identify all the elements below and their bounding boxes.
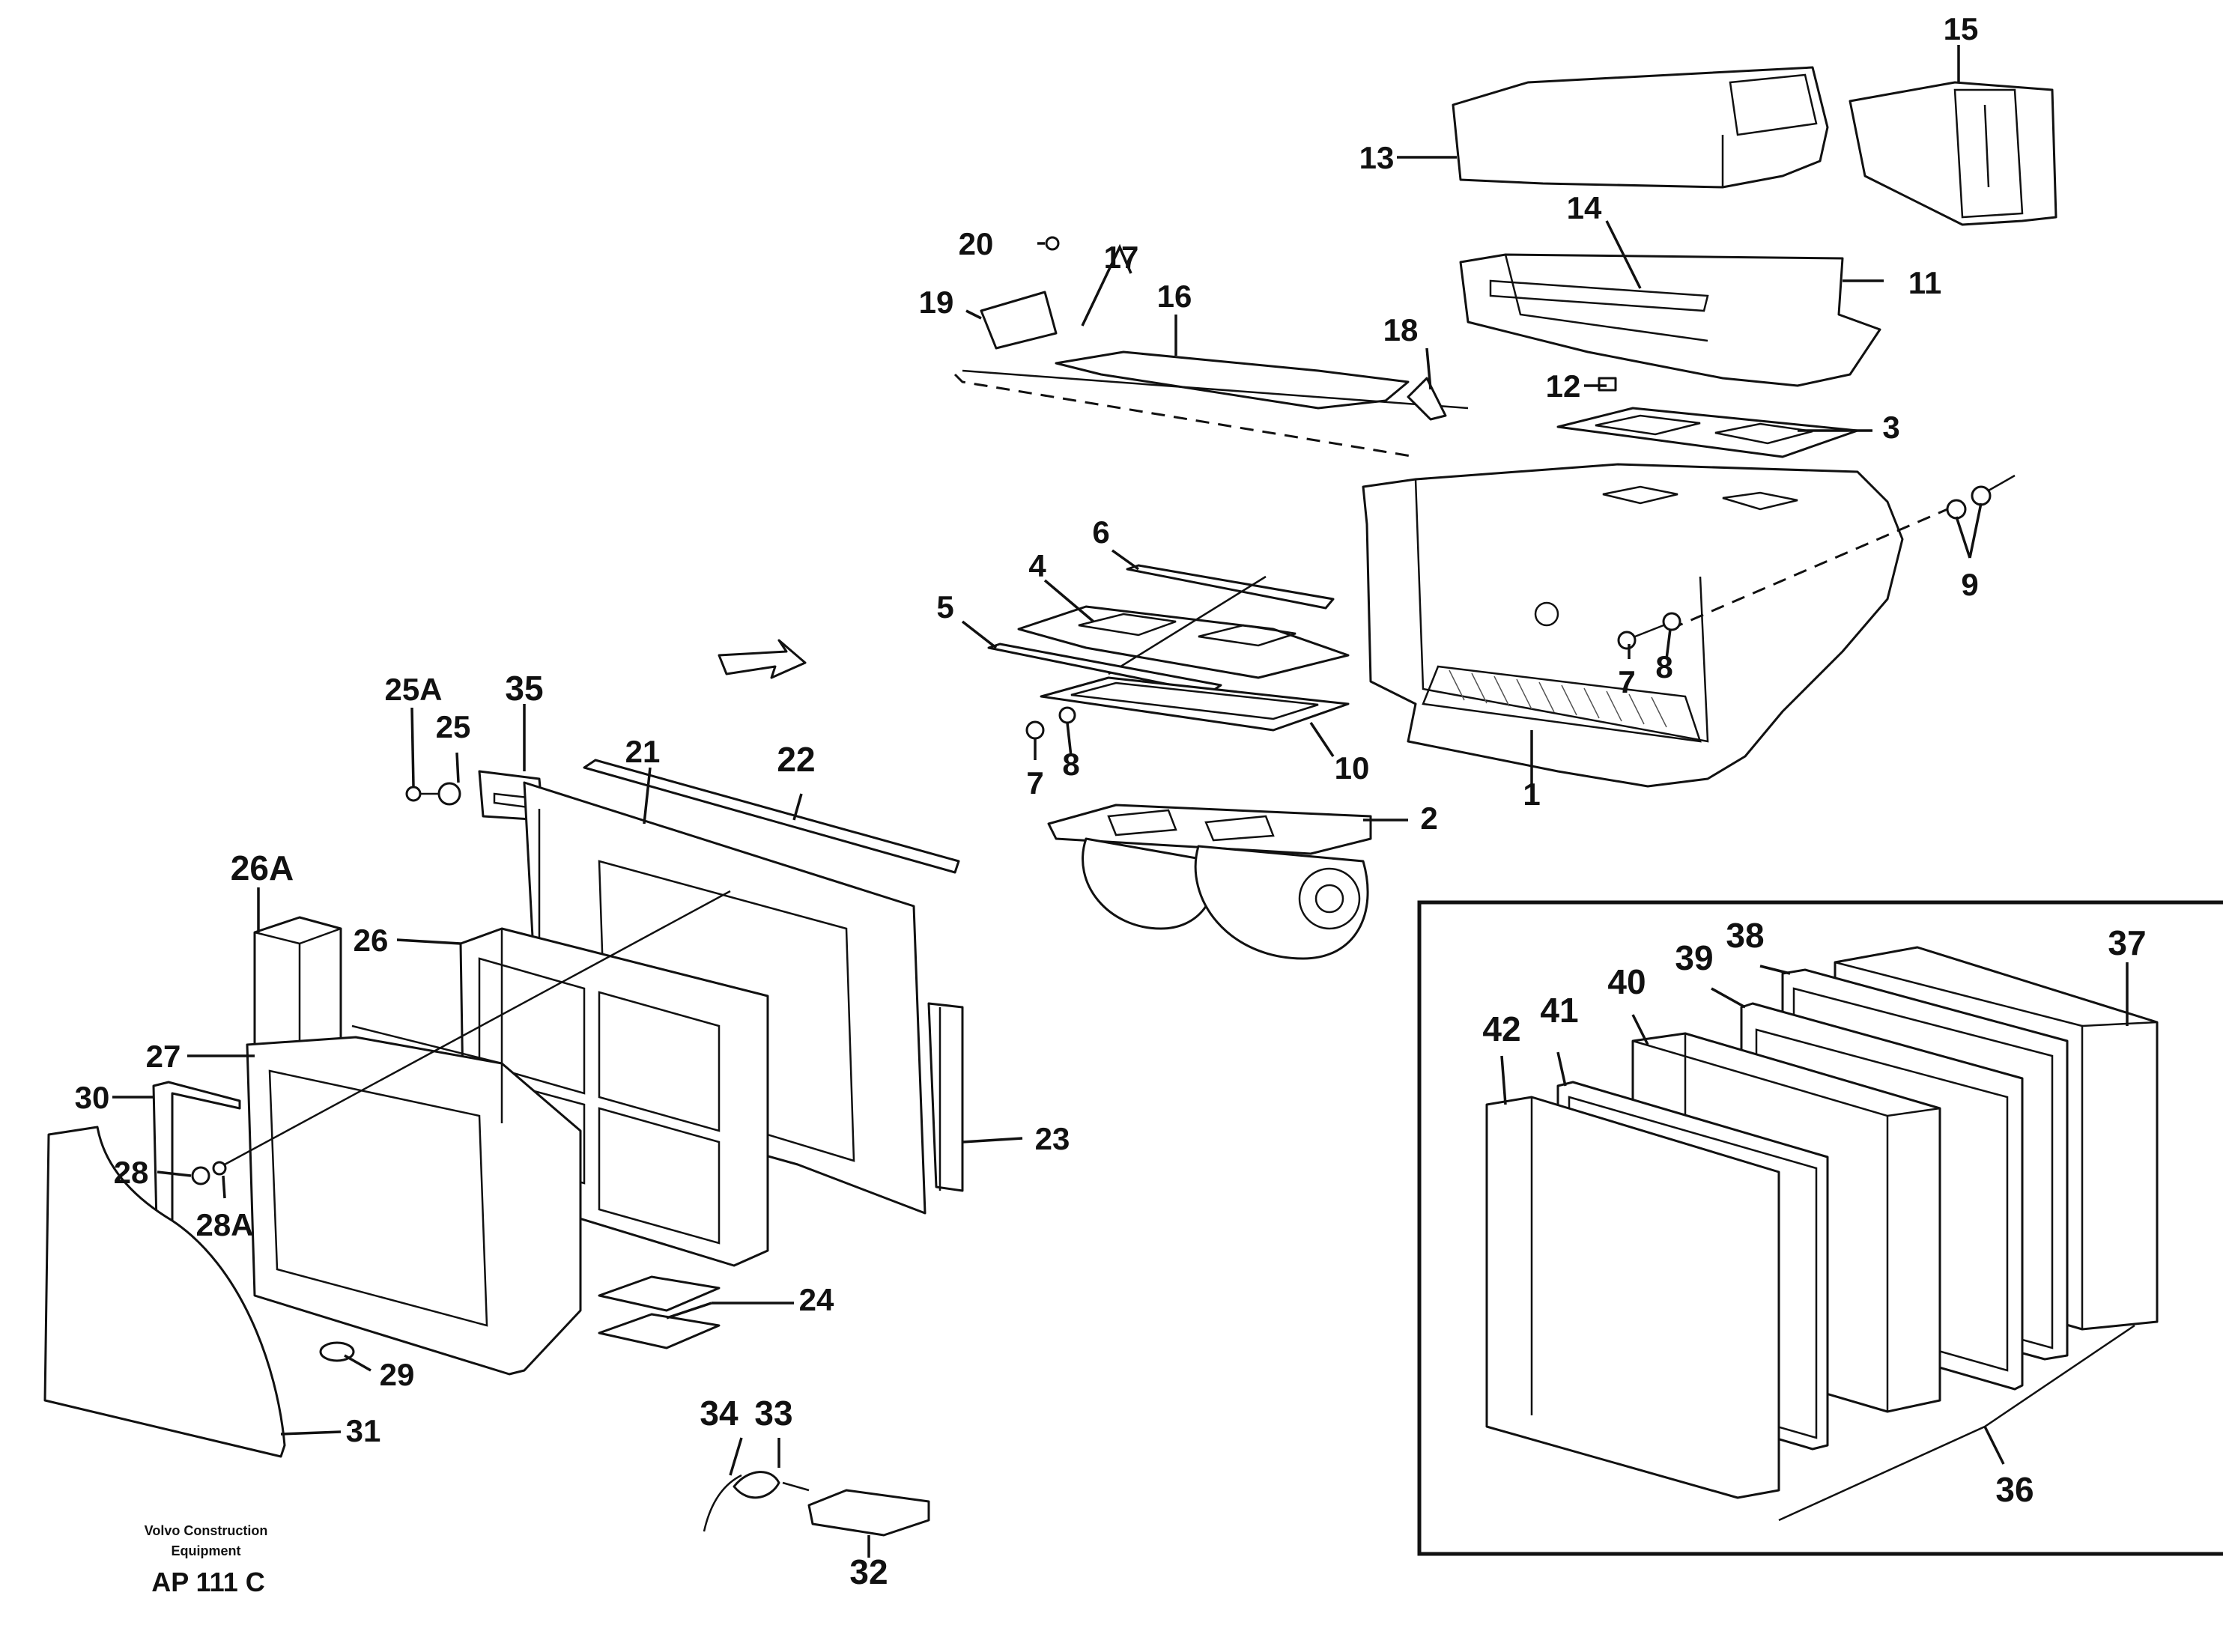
part-33-34-hose-clamp [703,1471,810,1532]
part-22-strip [583,759,960,874]
label-37: 37 [2108,923,2146,962]
label-11: 11 [1908,265,1941,300]
label-16: 16 [1157,279,1192,314]
label-26A: 26A [231,848,294,887]
label-30: 30 [75,1080,110,1115]
direction-arrow [718,639,807,679]
part-7-8-screw-washer-left [1025,706,1076,740]
label-31: 31 [346,1413,381,1448]
label-9: 9 [1961,567,1978,602]
part-10-gasket [1040,676,1350,732]
part-25-screw-nut [405,782,461,806]
label-8-left: 8 [1062,747,1079,782]
part-4-plate [1017,575,1350,679]
label-7-right: 7 [1618,664,1635,699]
label-20: 20 [959,226,994,261]
part-42-cover [1485,1096,1780,1499]
inset-frame [1417,900,2223,1556]
part-15-duct-outlet [1849,81,2057,226]
part-27-frame [246,1024,582,1376]
part-5-strip [987,643,1222,694]
label-3: 3 [1882,410,1899,445]
label-4: 4 [1028,548,1046,583]
part-7-8-screw-washer-right [1617,612,1681,650]
label-22: 22 [777,740,815,779]
label-25A: 25A [384,672,442,707]
leader-lines [112,45,2129,1558]
part-1-fan-housing [1362,463,1948,788]
label-1: 1 [1523,777,1540,812]
label-38: 38 [1726,916,1764,955]
label-27: 27 [146,1039,181,1074]
part-19-bracket [980,291,1058,350]
label-32: 32 [849,1552,888,1591]
caption-company-line1: Volvo Construction [145,1523,268,1538]
label-10: 10 [1335,750,1370,786]
part-3-gasket [1556,407,1859,458]
part-20-screw [1045,236,1060,251]
label-39: 39 [1675,938,1713,977]
part-11-heater-tray [1459,253,1881,387]
part-6-strip [1126,564,1335,610]
part-23-seal [927,1002,964,1192]
label-19: 19 [919,285,954,320]
part-18-lever [1407,377,1447,421]
label-15: 15 [1944,11,1979,46]
label-24: 24 [799,1282,834,1317]
part-26A-duct [253,916,342,1057]
label-28A: 28A [195,1207,253,1242]
part-16-flap-assembly [962,350,1469,410]
label-36: 36 [1995,1470,2034,1509]
part-31-side-panel [43,1126,286,1458]
label-6: 6 [1092,514,1109,550]
part-13-air-duct [1452,66,1829,189]
part-labels: 1 2 3 4 5 6 7 7 8 8 9 10 11 12 13 14 15 … [75,11,2147,1591]
caption-company-line2: Equipment [172,1543,241,1558]
label-25: 25 [436,709,471,744]
label-40: 40 [1607,962,1646,1001]
part-28-screw [191,890,731,1185]
part-32-drain-tray [807,1489,930,1537]
label-26: 26 [354,923,389,958]
part-2-blower-motor [1047,804,1372,960]
label-35: 35 [505,669,543,708]
label-21: 21 [625,734,661,769]
part-12-clip [1598,377,1617,392]
label-7-left: 7 [1026,765,1043,801]
label-41: 41 [1540,991,1578,1030]
label-13: 13 [1359,140,1395,175]
label-34: 34 [700,1394,739,1433]
label-2: 2 [1420,801,1437,836]
label-5: 5 [936,589,953,625]
label-42: 42 [1482,1009,1520,1048]
part-9-nuts [1946,474,2016,520]
label-18: 18 [1383,312,1419,347]
label-17: 17 [1104,240,1139,275]
label-33: 33 [754,1394,792,1433]
label-29: 29 [380,1357,415,1392]
label-23: 23 [1035,1121,1070,1156]
drawing-caption: Volvo Construction Equipment AP 111 C [145,1523,268,1597]
part-24-filter-pads [598,1275,721,1349]
label-14: 14 [1567,190,1602,225]
label-8-right: 8 [1655,649,1672,684]
caption-drawing-code: AP 111 C [151,1567,264,1597]
dashed-link-16-to-1 [953,373,1416,458]
label-28: 28 [114,1155,149,1190]
label-12: 12 [1546,368,1581,404]
